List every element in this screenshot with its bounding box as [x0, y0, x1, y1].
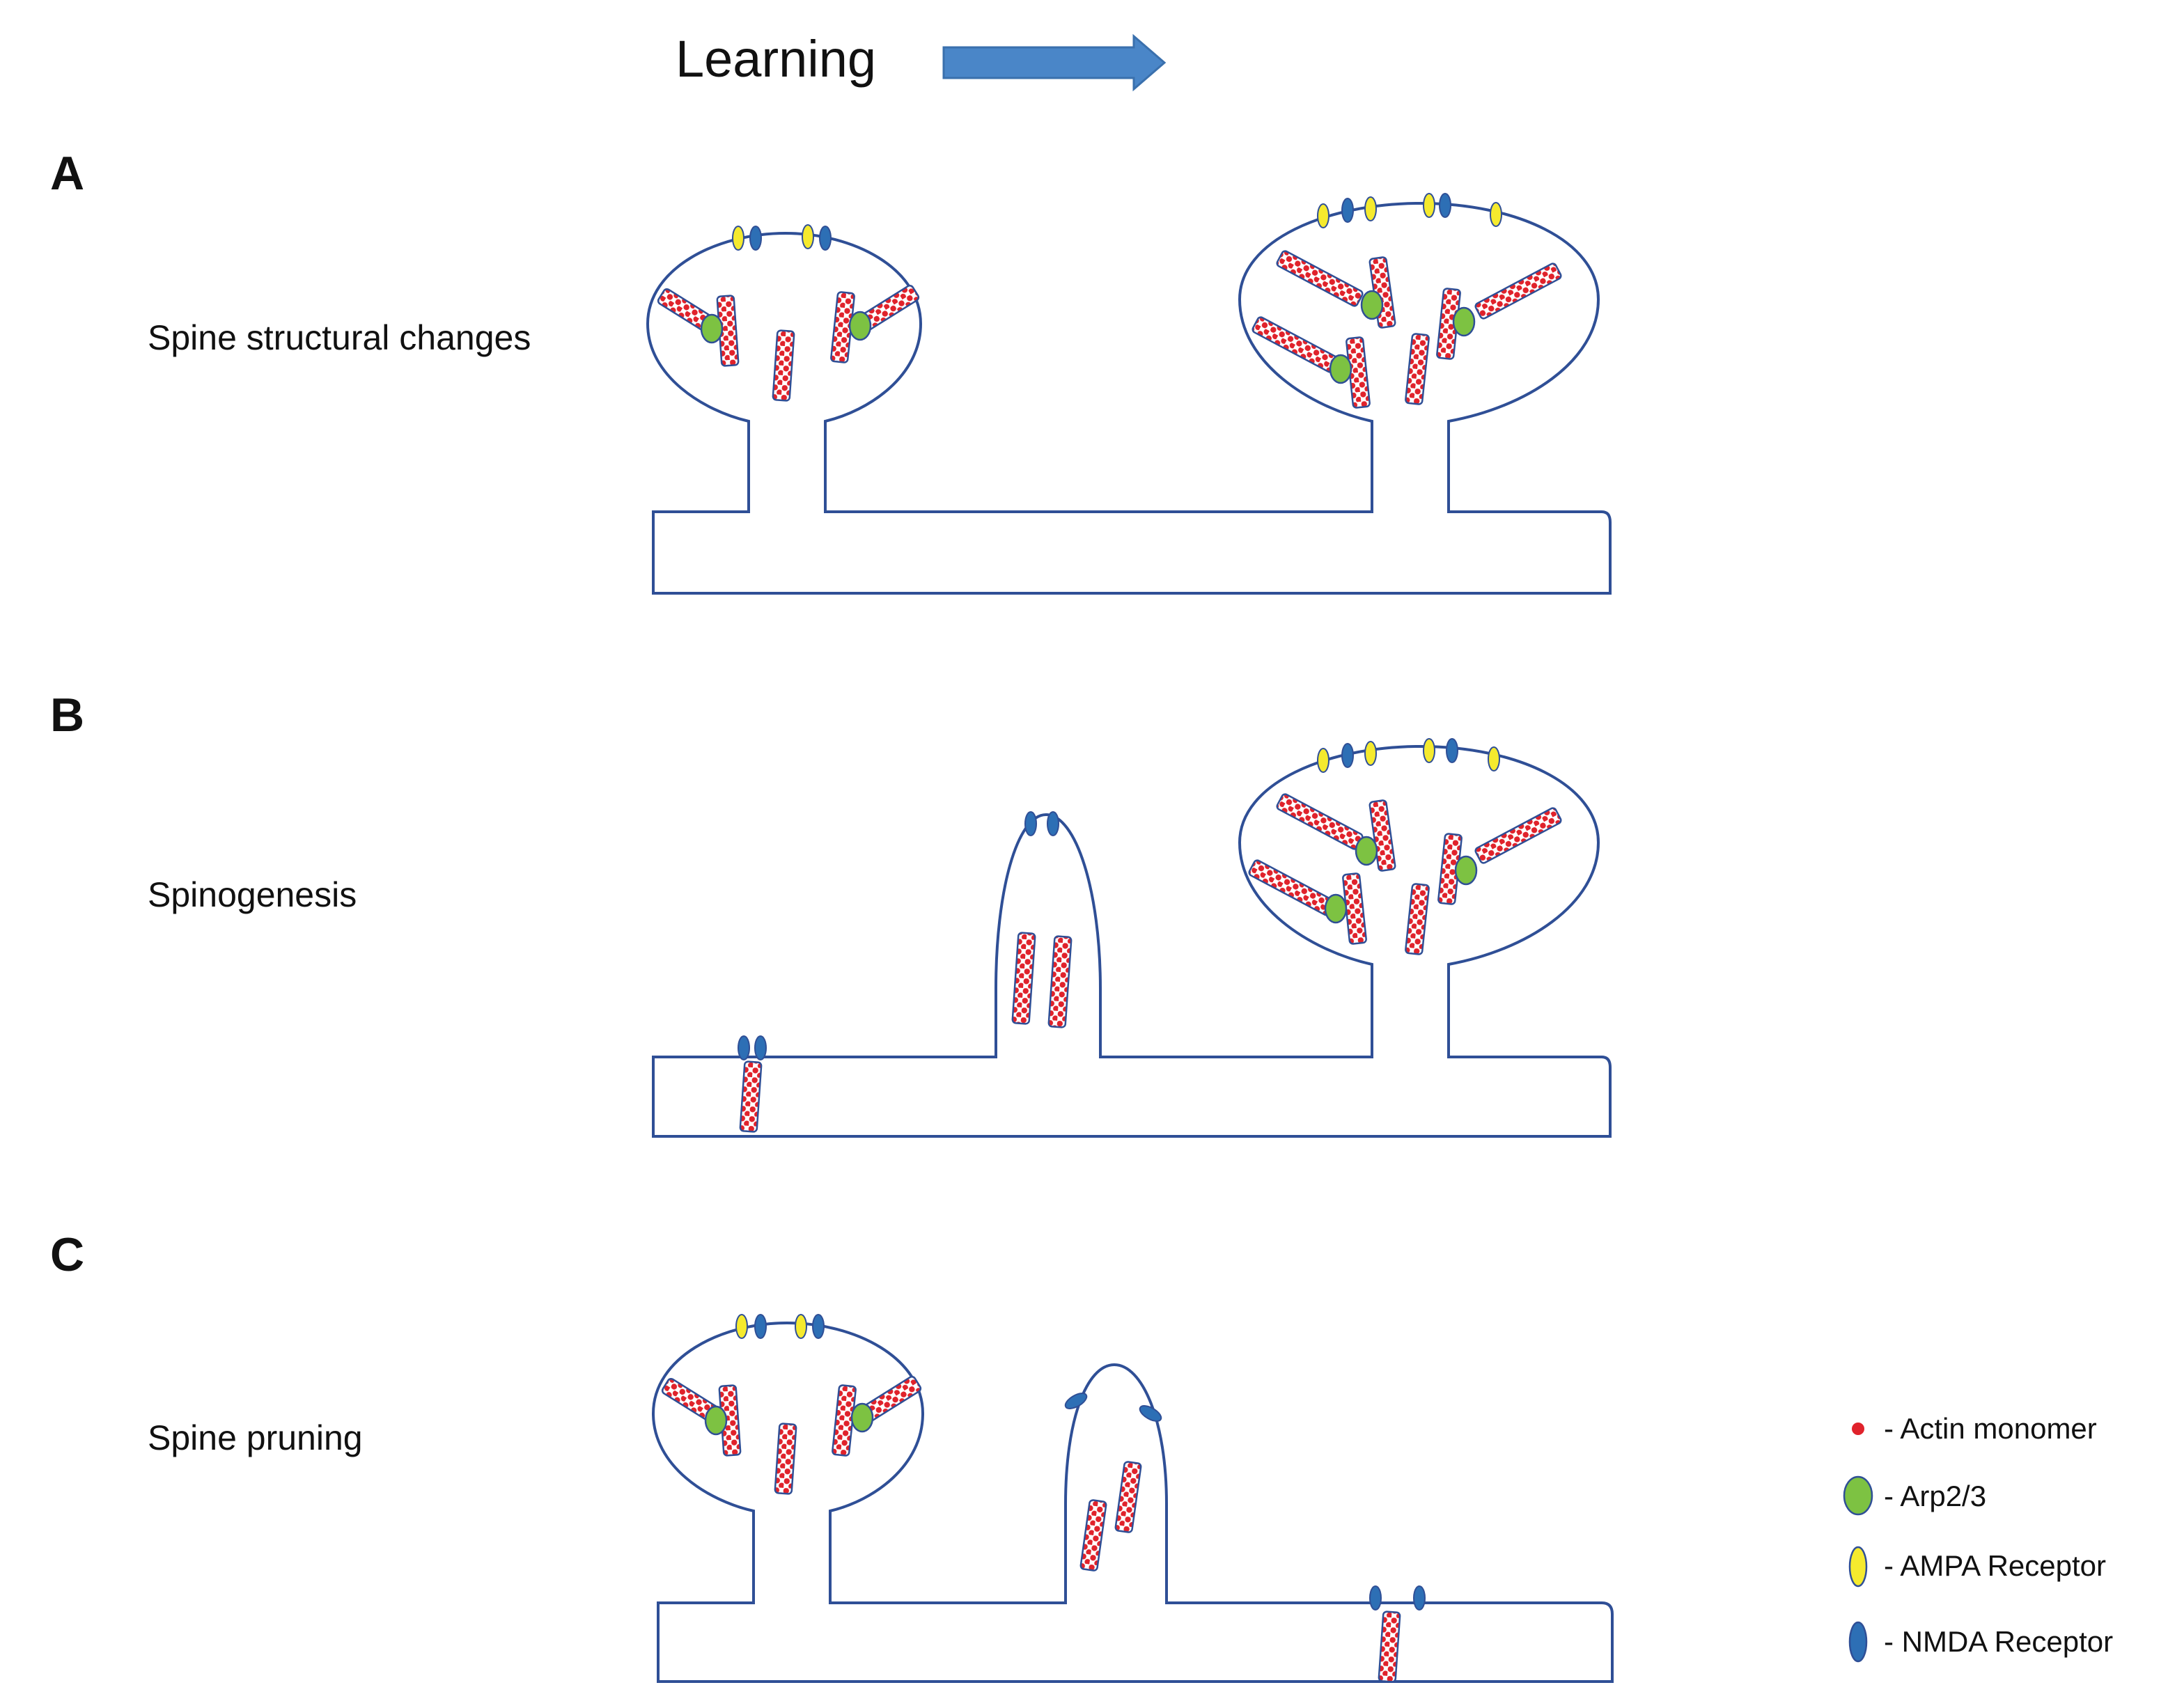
- legend-item-actin: - Actin monomer: [1852, 1412, 2097, 1445]
- legend-item-nmda: - NMDA Receptor: [1848, 1621, 2113, 1663]
- panel-a-dendrite: [646, 201, 1612, 595]
- legend-item-arp: - Arp2/3: [1843, 1475, 1986, 1516]
- panel-c-retracting-spine: [1064, 1393, 1162, 1572]
- panel-b-large-spine-receptors: [1317, 738, 1500, 773]
- legend-label-arp: - Arp2/3: [1884, 1480, 1986, 1512]
- panel-label-c: Spine pruning: [148, 1418, 363, 1457]
- panel-a-large-spine-actin: [1250, 249, 1563, 409]
- panel-letter-b: B: [50, 689, 84, 742]
- panel-a-large-spine-receptors: [1317, 193, 1502, 228]
- panel-c-pruned-site: [1369, 1585, 1426, 1683]
- panel-label-a: Spine structural changes: [148, 318, 531, 357]
- legend-label-actin: - Actin monomer: [1884, 1412, 2097, 1445]
- legend: - Actin monomer - Arp2/3 - AMPA Receptor…: [1843, 1412, 2113, 1663]
- nmda-receptor-icon: [1848, 1621, 1868, 1663]
- panel-c-dendrite: [651, 1321, 1614, 1683]
- actin-monomer-icon: [1852, 1423, 1864, 1435]
- panel-letter-a: A: [50, 147, 84, 200]
- panel-b-nascent-site: [738, 1035, 767, 1133]
- panel-a-small-spine-actin: [655, 283, 921, 402]
- panel-c-spine-actin: [660, 1374, 923, 1495]
- panel-label-b: Spinogenesis: [148, 875, 357, 914]
- legend-label-ampa: - AMPA Receptor: [1884, 1549, 2106, 1582]
- legend-item-ampa: - AMPA Receptor: [1848, 1546, 2106, 1588]
- panel-letter-c: C: [50, 1228, 84, 1281]
- ampa-receptor-icon: [1848, 1546, 1868, 1588]
- legend-label-nmda: - NMDA Receptor: [1884, 1625, 2113, 1658]
- learning-arrow-icon: [942, 33, 1167, 92]
- learning-title: Learning: [676, 30, 876, 88]
- arp23-icon: [1843, 1475, 1873, 1516]
- panel-b-new-spine: [1011, 811, 1073, 1028]
- panel-b-dendrite: [652, 744, 1612, 1138]
